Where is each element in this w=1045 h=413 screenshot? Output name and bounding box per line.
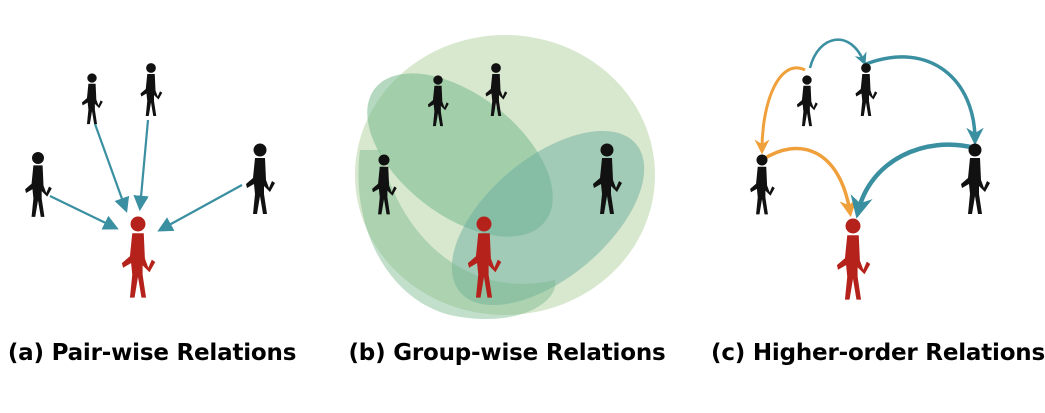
arrow-icon	[850, 142, 976, 219]
person-icon	[81, 73, 103, 125]
group-ellipse	[358, 150, 556, 320]
arrow-icon	[761, 146, 857, 218]
caption-higher-order: (c) Higher-order Relations	[711, 340, 1045, 366]
arrow-icon	[808, 38, 867, 69]
panel-a-pairwise	[25, 63, 275, 298]
arrow-icon	[93, 123, 130, 213]
panel-b-groupwise	[355, 35, 655, 320]
person-icon	[25, 152, 52, 217]
arrow-icon	[754, 66, 806, 155]
person-icon	[961, 143, 990, 214]
arrow-icon	[865, 55, 984, 146]
target-person-icon	[836, 218, 871, 300]
arrow-icon	[157, 184, 243, 232]
person-icon	[855, 63, 878, 116]
target-person-icon	[121, 216, 156, 298]
person-icon	[246, 143, 275, 214]
person-icon	[140, 63, 163, 116]
person-icon	[796, 75, 818, 127]
panel-c-higher-order	[750, 38, 990, 300]
person-icon	[750, 154, 775, 215]
caption-groupwise: (b) Group-wise Relations	[348, 340, 666, 366]
arrow-icon	[49, 195, 119, 230]
arrow-icon	[133, 119, 150, 212]
pairwise-arrows	[49, 119, 243, 232]
caption-pairwise: (a) Pair-wise Relations	[7, 340, 297, 366]
